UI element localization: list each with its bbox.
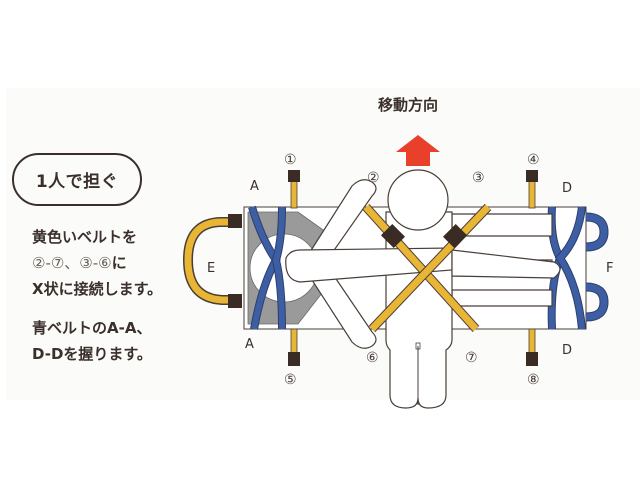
buckle-e-bottom	[228, 294, 242, 308]
direction-arrow-icon	[396, 135, 440, 166]
instruction-line-3: X状に接続します。	[32, 280, 163, 298]
buckle-e-top	[228, 214, 242, 228]
title-text: 1人で担ぐ	[35, 172, 119, 192]
label-6: ⑥	[366, 350, 379, 366]
label-a-top: A	[250, 179, 259, 194]
instruction-line-5: D-Dを握ります。	[32, 345, 152, 363]
label-d-bottom: D	[562, 343, 572, 358]
direction-label: 移動方向	[378, 96, 439, 114]
label-f: F	[606, 261, 613, 276]
blue-belts-a	[248, 205, 286, 330]
instruction-line-4: 青ベルトのA-A、	[32, 319, 152, 337]
label-3: ③	[472, 170, 485, 186]
buckle-right	[442, 223, 468, 249]
label-a-bottom: A	[245, 337, 254, 352]
label-e: E	[207, 261, 215, 276]
yellow-x-belts	[362, 203, 492, 333]
buckle-left	[380, 223, 406, 249]
instruction-line-1: 黄色いベルトを	[32, 228, 138, 246]
label-8: ⑧	[527, 372, 540, 388]
label-5: ⑤	[284, 372, 297, 388]
label-2: ②	[367, 170, 380, 186]
label-d-top: D	[562, 181, 572, 196]
belt-pair-numbers: ②-⑦、③-⑥	[32, 254, 112, 272]
label-7: ⑦	[465, 350, 478, 366]
instruction-line-2: ②-⑦、③-⑥に	[32, 250, 127, 276]
title-badge: 1人で担ぐ	[12, 153, 142, 206]
label-4: ④	[527, 152, 540, 168]
instruction-line-2-suffix: に	[111, 254, 127, 272]
label-1: ①	[284, 152, 297, 168]
side-belts	[288, 170, 538, 366]
